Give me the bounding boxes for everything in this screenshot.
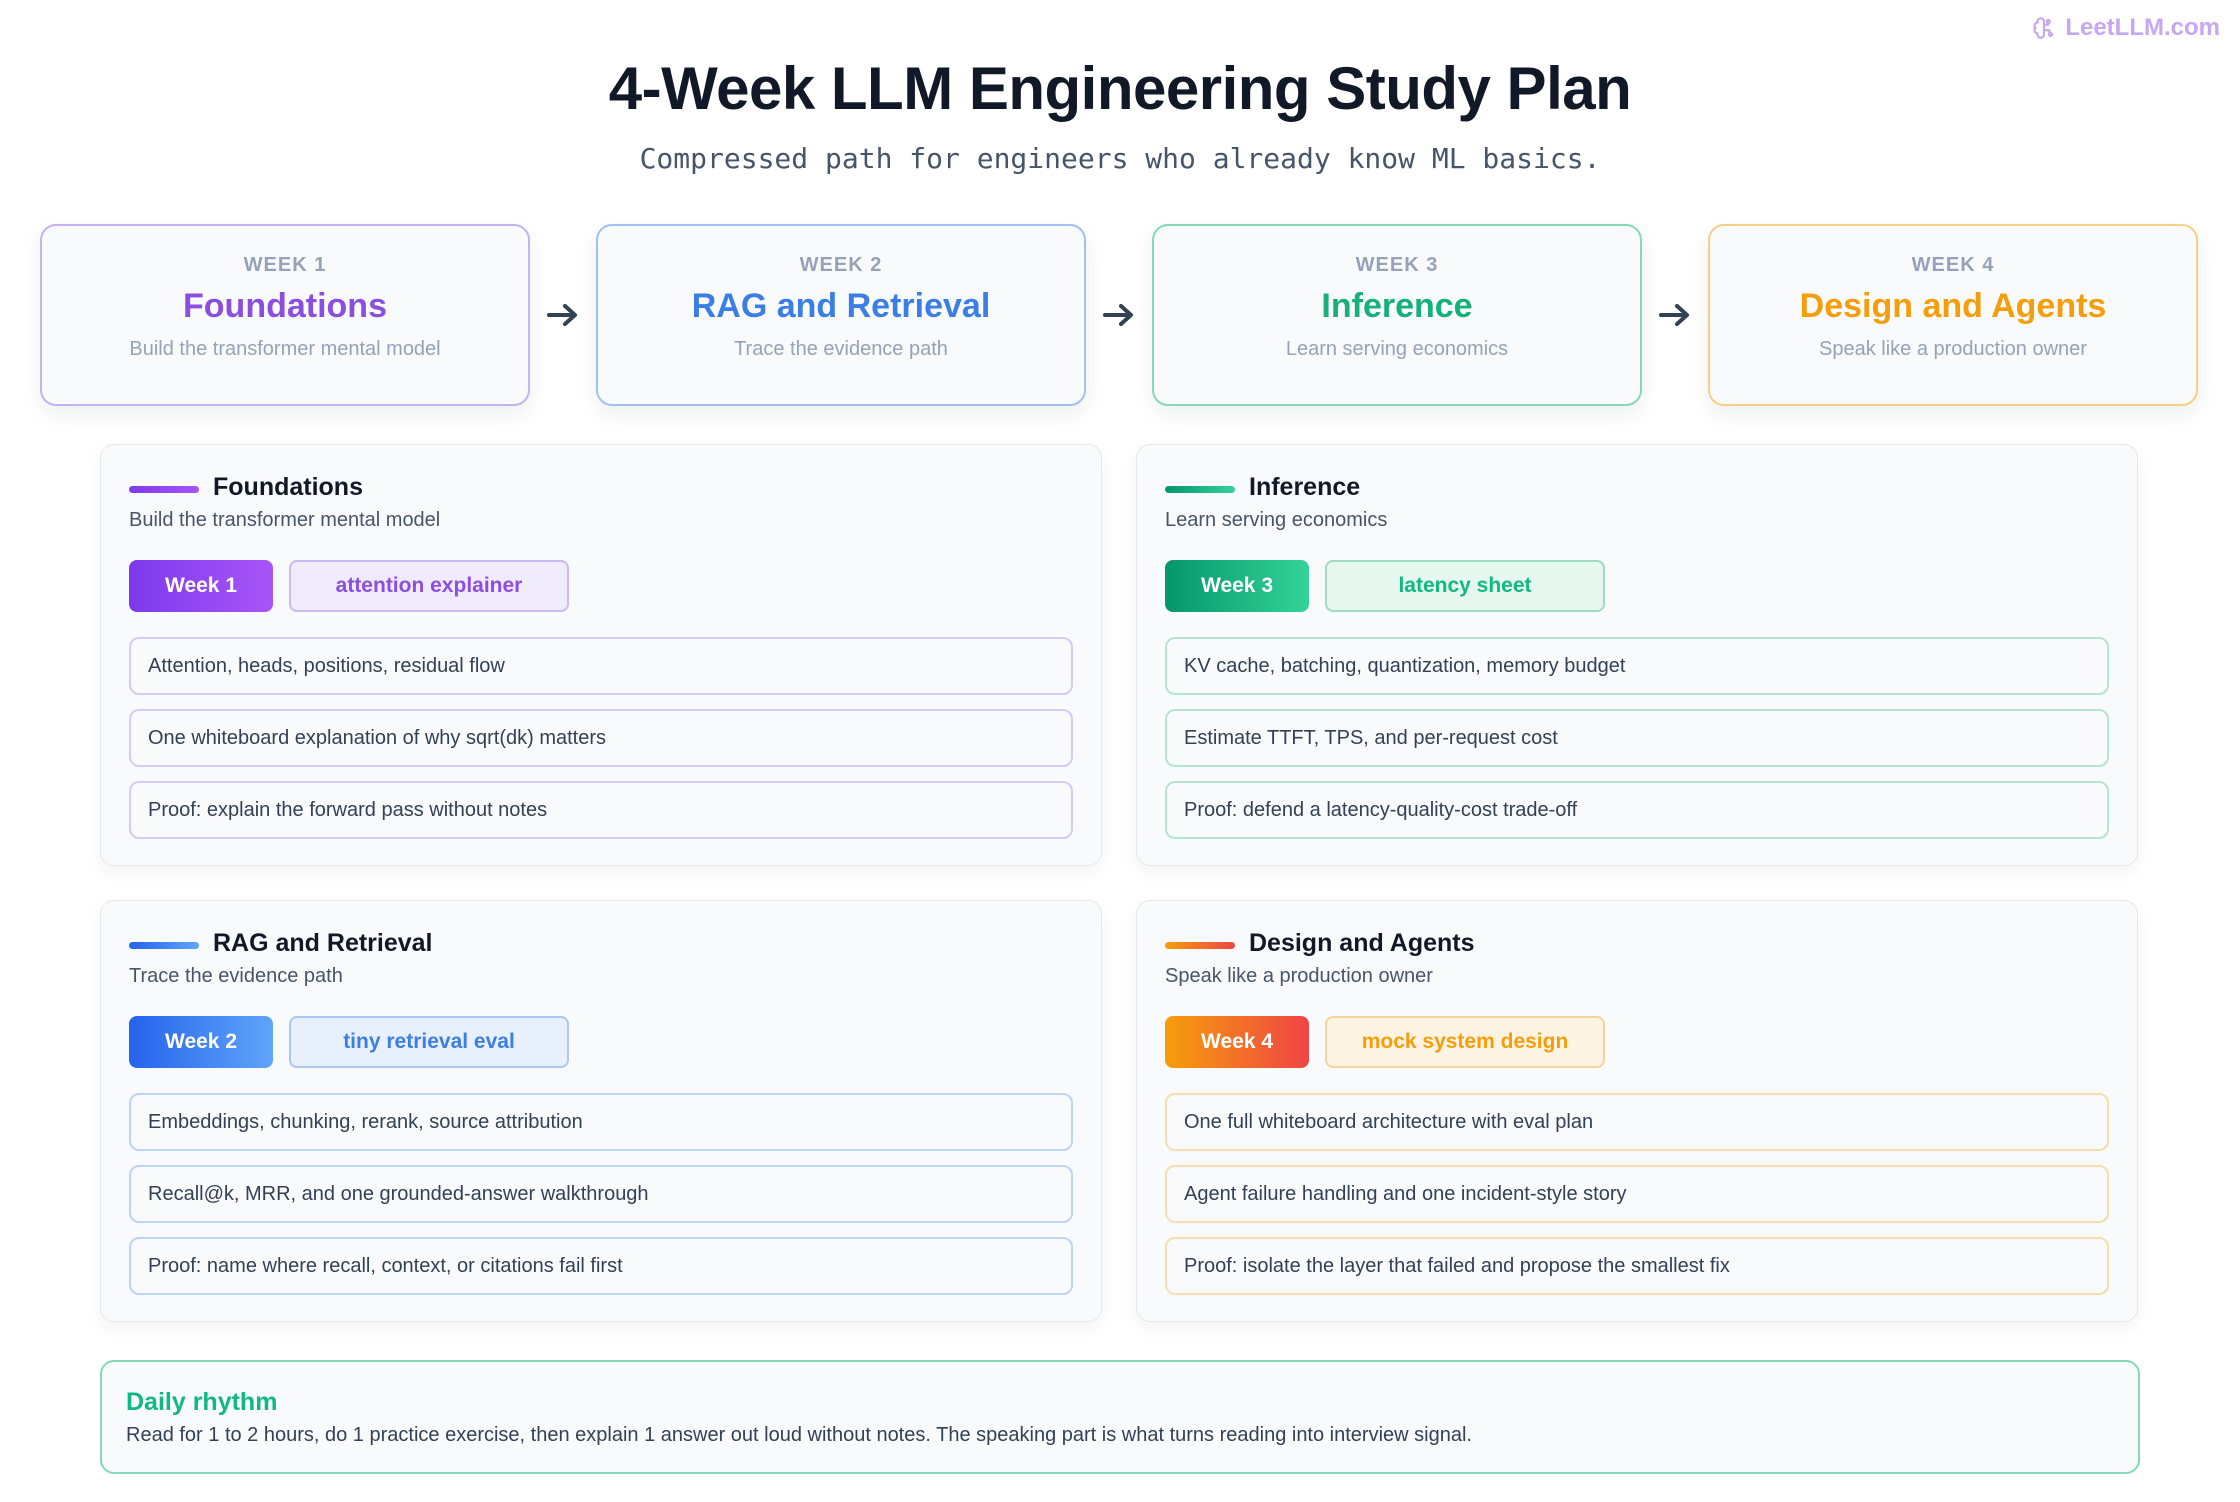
deliverable-tag[interactable]: tiny retrieval eval (289, 1016, 569, 1068)
rhythm-title: Daily rhythm (126, 1388, 278, 1416)
panel-subtitle: Build the transformer mental model (129, 509, 441, 531)
week-card-1[interactable]: WEEK 1 Foundations Build the transformer… (40, 224, 530, 406)
week-subtitle: Speak like a production owner (1819, 338, 2087, 360)
week-name: Foundations (183, 287, 387, 325)
accent-bar (129, 486, 199, 493)
week-subtitle: Trace the evidence path (734, 338, 948, 360)
deliverable-tag[interactable]: latency sheet (1325, 560, 1605, 612)
panel-foundations: Foundations Build the transformer mental… (100, 444, 1102, 866)
list-item: Estimate TTFT, TPS, and per-request cost (1165, 709, 2109, 767)
week-label: WEEK 3 (1355, 254, 1439, 276)
week-badge[interactable]: Week 3 (1165, 560, 1309, 612)
panel-title: Foundations (213, 473, 363, 501)
panel-subtitle: Trace the evidence path (129, 965, 343, 987)
list-item: KV cache, batching, quantization, memory… (1165, 637, 2109, 695)
week-card-3[interactable]: WEEK 3 Inference Learn serving economics (1152, 224, 1642, 406)
week-badge[interactable]: Week 4 (1165, 1016, 1309, 1068)
week-label: WEEK 1 (243, 254, 327, 276)
panel-subtitle: Speak like a production owner (1165, 965, 1433, 987)
panel-rag-retrieval: RAG and Retrieval Trace the evidence pat… (100, 900, 1102, 1322)
week-card-2[interactable]: WEEK 2 RAG and Retrieval Trace the evide… (596, 224, 1086, 406)
list-item: Proof: name where recall, context, or ci… (129, 1237, 1073, 1295)
week-card-4[interactable]: WEEK 4 Design and Agents Speak like a pr… (1708, 224, 2198, 406)
list-item: Agent failure handling and one incident-… (1165, 1165, 2109, 1223)
accent-bar (129, 942, 199, 949)
week-subtitle: Build the transformer mental model (129, 338, 441, 360)
week-subtitle: Learn serving economics (1285, 338, 1509, 360)
daily-rhythm-callout: Daily rhythm Read for 1 to 2 hours, do 1… (100, 1360, 2140, 1474)
list-item: Embeddings, chunking, rerank, source att… (129, 1093, 1073, 1151)
week-label: WEEK 2 (799, 254, 883, 276)
panel-title: RAG and Retrieval (213, 929, 433, 957)
panel-inference: Inference Learn serving economics Week 3… (1136, 444, 2138, 866)
brand-text: LeetLLM.com (2065, 14, 2220, 41)
list-item: One full whiteboard architecture with ev… (1165, 1093, 2109, 1151)
page-title: 4-Week LLM Engineering Study Plan (608, 55, 1632, 122)
week-name: Inference (1321, 287, 1473, 325)
list-item: One whiteboard explanation of why sqrt(d… (129, 709, 1073, 767)
rhythm-body: Read for 1 to 2 hours, do 1 practice exe… (126, 1424, 1472, 1446)
list-item: Proof: explain the forward pass without … (129, 781, 1073, 839)
panel-design-agents: Design and Agents Speak like a productio… (1136, 900, 2138, 1322)
page-subtitle: Compressed path for engineers who alread… (639, 142, 1601, 175)
brand[interactable]: LeetLLM.com (2031, 14, 2220, 42)
accent-bar (1165, 486, 1235, 493)
week-name: Design and Agents (1799, 287, 2107, 325)
panel-title: Inference (1249, 473, 1361, 501)
list-item: Proof: isolate the layer that failed and… (1165, 1237, 2109, 1295)
week-label: WEEK 4 (1911, 254, 1995, 276)
panel-title: Design and Agents (1249, 929, 1475, 957)
list-item: Recall@k, MRR, and one grounded-answer w… (129, 1165, 1073, 1223)
arrow-right-icon (1659, 304, 1689, 326)
accent-bar (1165, 942, 1235, 949)
arrow-right-icon (1103, 304, 1133, 326)
brain-icon (2033, 17, 2054, 39)
list-item: Proof: defend a latency-quality-cost tra… (1165, 781, 2109, 839)
week-name: RAG and Retrieval (691, 287, 991, 325)
deliverable-tag[interactable]: mock system design (1325, 1016, 1605, 1068)
deliverable-tag[interactable]: attention explainer (289, 560, 569, 612)
list-item: Attention, heads, positions, residual fl… (129, 637, 1073, 695)
panel-subtitle: Learn serving economics (1165, 509, 1388, 531)
week-badge[interactable]: Week 2 (129, 1016, 273, 1068)
week-badge[interactable]: Week 1 (129, 560, 273, 612)
arrow-right-icon (547, 304, 577, 326)
